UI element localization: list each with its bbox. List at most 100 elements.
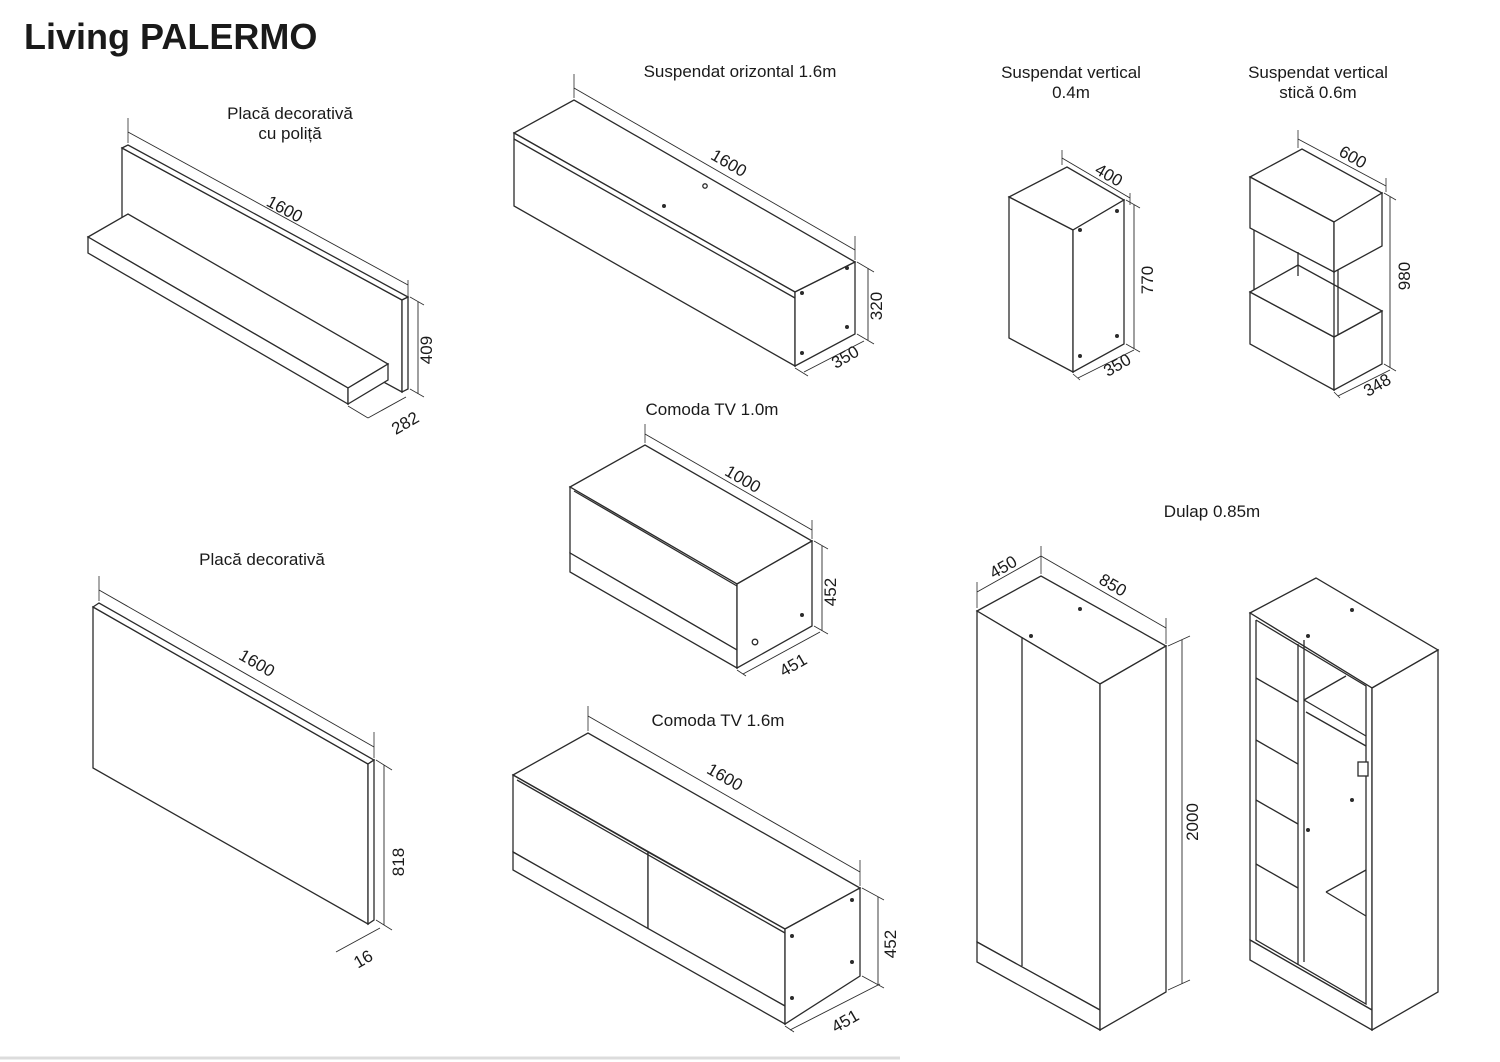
tv-unit-1m-drawing: 1000 452 451 [568,424,840,681]
hanger-dot [662,204,666,208]
edge-line [573,490,738,587]
wall-unit-vertical-drawing: 400 770 350 [1007,150,1157,381]
side-face [1099,644,1167,1032]
screw-dot [1115,209,1119,213]
wardrobe-closed-drawing: 450 850 2000 [975,546,1202,1032]
caption-line: Comoda TV 1.0m [645,400,779,419]
dim-height-label: 452 [821,578,840,606]
dim-height-label: 818 [389,848,408,876]
screw-dot [1078,607,1082,611]
caption-tv-1m: Comoda TV 1.0m [612,400,812,420]
middle-shelf [1248,264,1384,338]
caption-wall-horizontal: Suspendat orizontal 1.6m [610,62,870,82]
dim-width-label: 600 [1336,142,1370,173]
shelf-panel-drawing: 1600 409 282 [86,118,436,439]
caption-line: 0.4m [1052,83,1090,102]
dim-depth-label: 16 [350,946,376,972]
screw-dot [800,613,804,617]
dimension-line [1337,369,1391,397]
cable-hole [751,638,759,646]
extension-line [1333,391,1341,399]
extension-line [1383,192,1397,201]
screw-dot [850,898,854,902]
screw-dot [1350,798,1354,802]
dim-width-label: 1000 [722,462,764,497]
dimension-line [335,927,381,953]
shelf-line [1255,677,1299,703]
extension-line [1167,979,1191,991]
caption-line: Comoda TV 1.6m [651,711,785,730]
side-face [736,539,813,670]
extension-line [813,625,829,635]
dim-width-label: 1600 [704,760,746,795]
dimension-line [587,715,861,873]
hanger-hole [702,183,708,189]
caption-line: Suspendat vertical [1248,63,1388,82]
dimension-line [573,87,856,251]
page-title: Living PALERMO [24,16,318,57]
dim-height-label: 409 [417,336,436,364]
dim-height-label: 2000 [1183,803,1202,841]
extension-line [1125,343,1141,353]
side-face [1072,198,1125,374]
screw-dot [800,291,804,295]
dim-height-label: 452 [881,930,900,958]
bottom-shelf-line [1325,869,1367,893]
dim-depth-label: 450 [986,552,1020,583]
screw-dot [845,266,849,270]
screw-dot [790,996,794,1000]
dim-depth-label: 282 [388,408,422,439]
dimension-line [803,340,865,373]
extension-line [1167,635,1191,647]
screw-dot [790,934,794,938]
dim-depth-label: 348 [1360,370,1394,401]
extension-line [856,333,875,345]
caption-wardrobe: Dulap 0.85m [1112,502,1312,522]
shelf-line [1255,799,1299,825]
screw-dot [800,351,804,355]
upper-shelf-line [1303,699,1367,737]
side-face [784,886,861,1026]
back-panel-side [401,295,409,394]
extension-line [1125,199,1141,209]
panel-side [367,758,375,926]
extension-line [861,975,885,989]
screw-dot [1078,228,1082,232]
dimension-line [789,983,881,1031]
dimension-line [1061,157,1131,199]
extension-line [736,669,747,677]
dimension-line [1077,349,1135,379]
caption-line: Suspendat orizontal 1.6m [643,62,837,81]
dim-width-label: 1600 [708,146,750,181]
upper-side [1333,191,1383,274]
dimension-line [367,396,407,419]
wall-unit-glass-drawing: 600 980 348 [1248,130,1414,401]
extension-line [347,405,369,419]
tv-unit-1-6m-drawing: 1600 452 451 [511,706,900,1037]
caption-line: Suspendat vertical [1001,63,1141,82]
extension-line [813,540,829,550]
decorative-panel-drawing: 1600 818 16 [91,576,408,972]
rail-bracket [1357,761,1369,777]
extension-line [794,367,809,377]
dim-height-label: 980 [1395,262,1414,290]
extension-line [1072,373,1081,381]
dimension-line [127,131,409,286]
shelf-line [1255,863,1299,889]
dimension-line [742,631,821,675]
extension-line [409,296,425,306]
dim-depth-label: 451 [776,650,810,681]
edge-line [513,138,796,299]
screw-dot [1306,634,1310,638]
bottom-shelf-line [1325,891,1367,917]
carcass-inner [1255,619,1367,1006]
caption-tv-1-6m: Comoda TV 1.6m [618,711,818,731]
caption-shelf-panel: Placă decorativă cu poliță [190,104,390,144]
extension-line [409,388,425,398]
upper-shelf-back [1303,675,1347,701]
dimension-line [1297,138,1387,187]
extension-line [861,887,885,901]
dim-width-label: 1600 [236,646,278,681]
wall-unit-horizontal-drawing: 1600 320 350 [512,74,886,377]
